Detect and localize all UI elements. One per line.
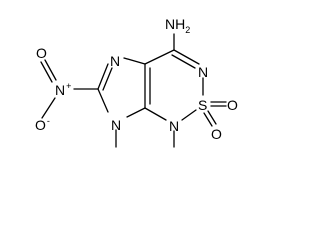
atom-oxo-bottom: O [211, 126, 222, 142]
bond-n-c7a [144, 107, 167, 121]
atom-nitro-n: N+ [55, 81, 71, 98]
bond-c7a-n-imid [126, 107, 146, 118]
bond-nitro-o-top-a [44, 59, 57, 81]
bond-s-o-bottom-a [207, 110, 217, 125]
atom-oxo-right: O [227, 97, 238, 113]
bond-s-n [181, 109, 197, 121]
bond-c-n-double-a [173, 49, 200, 65]
bond-c3a-c4 [144, 49, 175, 65]
structure-diagram: NH2 N S O O N N N N+ O O- [35, 16, 238, 148]
atom-n-imidazole-methyl: N [111, 117, 121, 133]
bond-s-o-bottom-b [203, 112, 213, 127]
atom-amino: NH2 [165, 16, 190, 35]
atom-nitro-o-top: O [36, 45, 47, 61]
bond-nitro-o-top-b [40, 61, 53, 83]
bond-c-n-double-b [171, 54, 196, 69]
bond-c2-n-double-b [102, 67, 113, 91]
bonds [40, 33, 227, 148]
bond-nitro-o-bottom [41, 97, 56, 119]
atom-n-ring-top: N [198, 64, 208, 80]
atom-n-imidazole-top: N [110, 53, 120, 69]
bond-n-c3a [123, 57, 146, 65]
atom-nitro-o-bottom: O- [35, 116, 50, 133]
bond-c2-n-double-a [97, 63, 109, 90]
bond-n-c2 [97, 88, 109, 113]
atom-labels: NH2 N S O O N N N N+ O O- [35, 16, 238, 142]
atom-n-sulfonyl: N [169, 118, 179, 134]
atom-sulfur: S [198, 97, 207, 113]
